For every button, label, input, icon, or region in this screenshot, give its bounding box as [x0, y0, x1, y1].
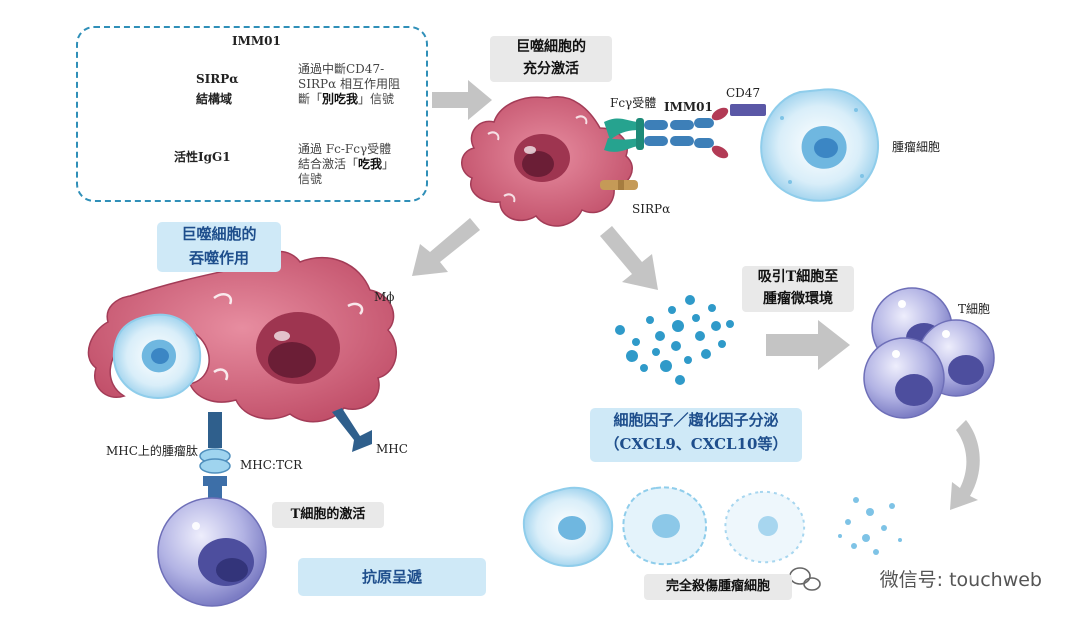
imm01-label: IMM01: [664, 100, 713, 114]
imm01-bound-icon: [644, 107, 729, 159]
mhc-peptide-label: MHC上的腫瘤肽: [106, 444, 198, 458]
complete-killing-box: 完全殺傷腫瘤細胞: [644, 574, 792, 600]
engulfed-tumor-cell: [112, 313, 202, 400]
imm01-info-panel: [76, 26, 428, 202]
macrophage-activation-line-2: 充分激活: [523, 61, 579, 77]
desc2-pre: 結合激活「: [298, 157, 359, 171]
macrophage-activation-line-1: 巨噬細胞的: [516, 39, 586, 55]
t-cell-cluster: [863, 287, 995, 419]
recruit-tcell-box: 吸引T細胞至 腫瘤微環境: [742, 266, 854, 312]
arrow-to-tcells: [766, 320, 850, 370]
macrophage-activation-box: 巨噬細胞的 充分激活: [490, 36, 612, 82]
arrow-to-macrophage: [432, 80, 492, 120]
cytokine-line-2: （CXCL9、CXCL10等）: [604, 435, 788, 453]
tumor-cell-label: 腫瘤細胞: [892, 140, 941, 154]
desc1-post: 」信號: [358, 92, 395, 106]
recruit-line-2: 腫瘤微環境: [763, 291, 833, 307]
panel-desc-2-line-3: 信號: [298, 172, 323, 186]
phagocytosis-line-1: 巨噬細胞的: [181, 225, 257, 243]
mhc-label: MHC: [376, 442, 408, 456]
desc2-bold: 吃我: [358, 157, 383, 171]
t-cell-bottom-left: [157, 497, 267, 607]
desc2-post: 」: [382, 157, 395, 171]
mhc-tcr-label: MHC:TCR: [240, 458, 303, 472]
panel-desc-1-line-2: SIRPα 相互作用阻: [298, 77, 400, 91]
mhc-receptor-icon: [332, 408, 372, 452]
desc1-bold: 別吃我: [322, 92, 359, 106]
cd47-label: CD47: [726, 86, 761, 100]
panel-title: IMM01: [232, 34, 281, 48]
arrow-to-phagocytosis: [412, 218, 480, 276]
macrophage-symbol-label: Mϕ: [374, 290, 395, 304]
desc1-pre: 斷「: [298, 92, 323, 106]
cd47-receptor-icon: [730, 104, 766, 116]
panel-desc-1-line-3: 斷「別吃我」信號: [298, 92, 418, 107]
cytokine-secretion-box: 細胞因子／趨化因子分泌 （CXCL9、CXCL10等）: [590, 408, 802, 462]
phagocytosis-line-2: 吞噬作用: [188, 249, 249, 267]
cytokine-line-1: 細胞因子／趨化因子分泌: [613, 411, 779, 429]
activated-macrophage: [461, 96, 633, 227]
tumor-cell-top: [760, 88, 880, 202]
igg1-label: 活性IgG1: [174, 150, 231, 164]
wechat-logo: [789, 567, 821, 591]
sirpa-domain-label: SIRPα: [196, 72, 239, 86]
fcy-receptor-label: Fcγ受體: [610, 96, 657, 110]
dying-tumor-cells: [522, 486, 902, 568]
cytokine-dots: [615, 295, 734, 385]
phagocytosis-box: 巨噬細胞的 吞噬作用: [157, 222, 281, 272]
panel-desc-2-line-2: 結合激活「吃我」: [298, 157, 418, 172]
sirpa-label: SIRPα: [632, 202, 671, 216]
antigen-presentation-box: 抗原呈遞: [298, 558, 486, 596]
fcy-receptor-icon: [604, 118, 644, 152]
mhc-tcr-complex: [199, 412, 231, 500]
phagocytosing-macrophage: [87, 250, 397, 423]
sirpa-receptor-icon: [600, 180, 638, 190]
flow-arrows: [412, 80, 980, 510]
panel-desc-1: 通過中斷CD47- SIRPα 相互作用阻 斷「別吃我」信號: [298, 62, 418, 107]
t-cell-label: T細胞: [958, 302, 991, 316]
panel-desc-2-line-1: 通過 Fc-Fcγ受體: [298, 142, 392, 156]
sirpa-domain-label-2: 結構域: [196, 92, 233, 106]
panel-desc-1-line-1: 通過中斷CD47-: [298, 62, 385, 76]
panel-desc-2: 通過 Fc-Fcγ受體 結合激活「吃我」 信號: [298, 142, 418, 187]
watermark-text: 微信号: touchweb: [879, 569, 1042, 591]
arrow-to-killing: [950, 420, 980, 510]
arrow-to-cytokines: [600, 226, 658, 290]
tcell-activation-box: T細胞的激活: [272, 502, 384, 528]
recruit-line-1: 吸引T細胞至: [757, 269, 839, 285]
